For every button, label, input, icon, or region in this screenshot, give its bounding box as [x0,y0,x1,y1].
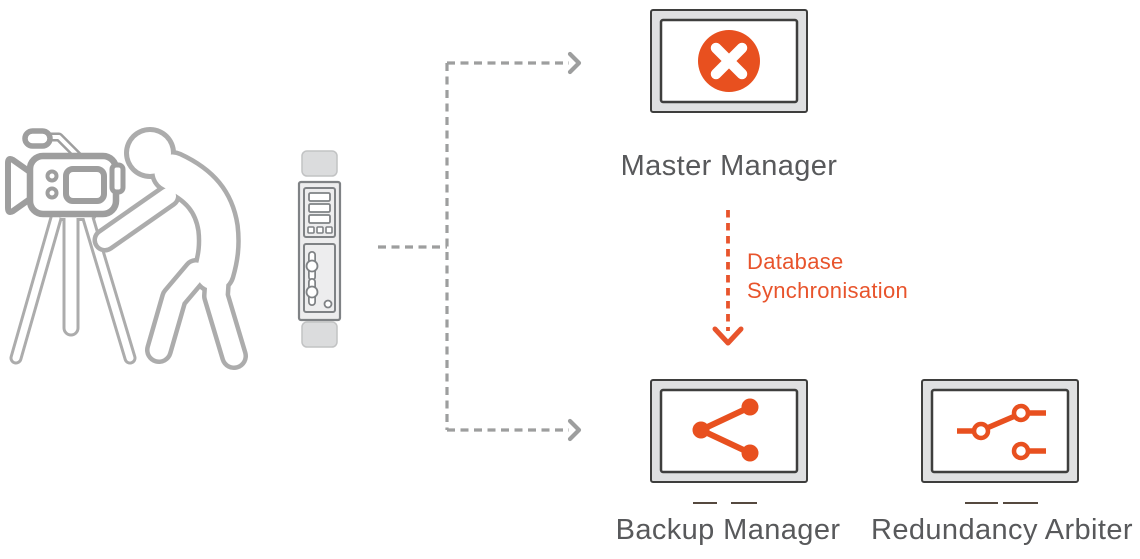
person-icon [92,127,248,370]
error-x-icon [698,30,760,92]
share-icon [692,398,759,462]
feed-connector-lines [378,51,582,442]
sync-arrowhead-icon [712,326,744,346]
database-sync-label: Database Synchronisation [747,249,909,303]
sync-arrow [712,210,744,346]
arbiter-monitor [921,379,1079,504]
backup-monitor [650,379,808,504]
arrowhead-to-master-icon [567,51,582,75]
server-tower-icon [297,150,342,348]
arrowhead-to-backup-icon [567,418,582,442]
redundancy-arbiter-label: Redundancy Arbiter [871,514,1133,546]
video-camera-icon [5,128,126,218]
master-manager-label: Master Manager [620,150,838,182]
master-monitor [650,9,808,113]
backup-manager-label: Backup Manager [615,514,841,546]
server-vent-panel [303,187,336,238]
switch-icon [957,403,1046,461]
server-drive-panel [303,243,336,313]
camera-operator-icon [5,127,248,370]
